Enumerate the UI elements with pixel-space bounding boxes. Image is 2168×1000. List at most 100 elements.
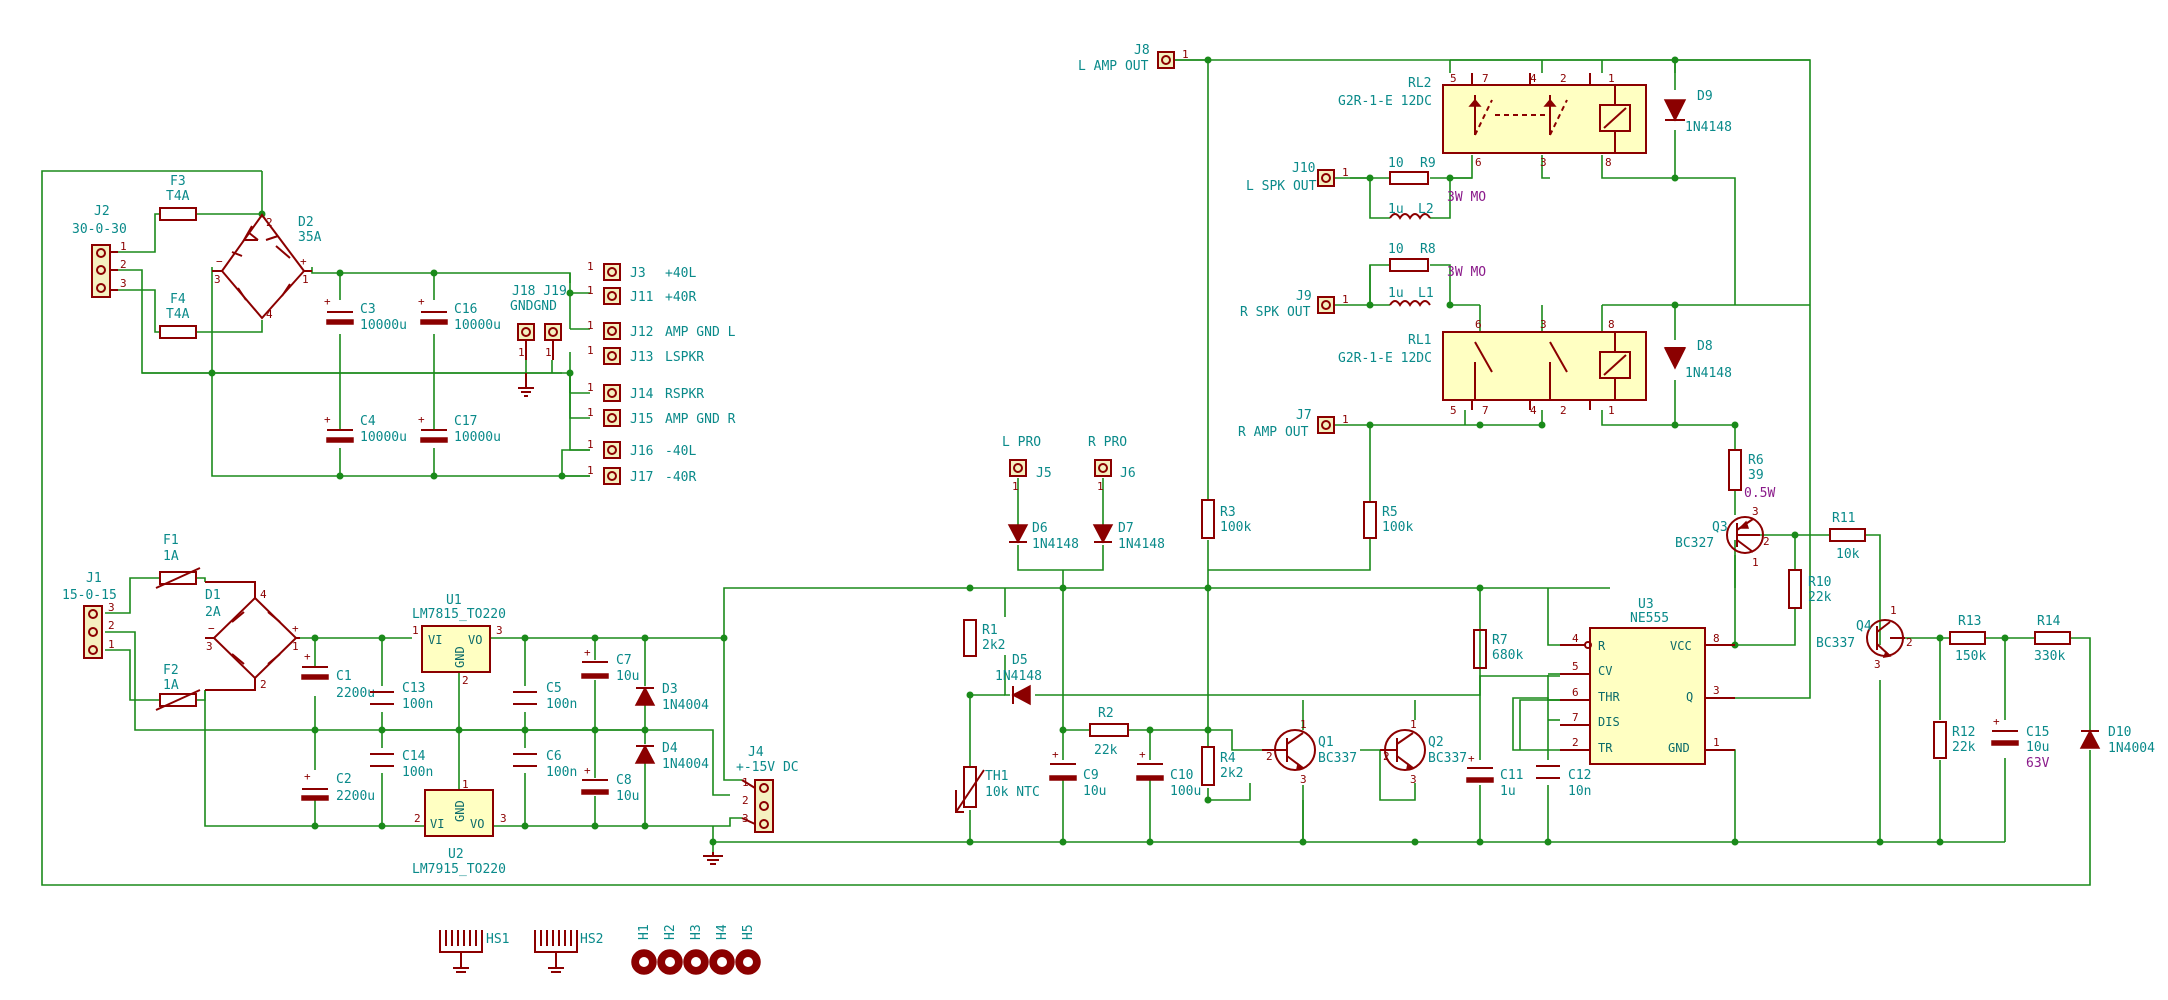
resistor-R6[interactable]: R6 39 0.5W [1728, 449, 1775, 501]
resistor-R14[interactable]: R14 330k [2034, 614, 2071, 664]
capacitor-C6[interactable]: C6 100n [513, 749, 577, 780]
RL2-ref: RL2 [1408, 76, 1431, 91]
C17-value: 10000u [454, 430, 501, 445]
heatsink-HS2[interactable]: HS2 [534, 930, 603, 973]
pad-J5[interactable]: 1 L PRO J5 [1002, 435, 1052, 493]
transistor-Q4[interactable]: 132 Q4 BC337 [1816, 604, 1913, 671]
capacitor-C2[interactable]: + C2 2200u [301, 770, 375, 804]
timer-U3[interactable]: U3 NE555 R CV THR DIS TR VCC Q GND 45672… [1560, 597, 1735, 765]
capacitor-C14[interactable]: C14 100n [370, 749, 433, 780]
diode-D4[interactable]: D4 1N4004 [634, 741, 709, 772]
R12-value: 22k [1952, 740, 1976, 755]
pad-J9[interactable]: 1 J9 R SPK OUT [1240, 289, 1349, 320]
capacitor-C10[interactable]: + C10 100u [1136, 748, 1201, 799]
fuse-F2[interactable]: F2 1A [155, 663, 201, 711]
fuse-F4[interactable]: F4 T4A [159, 292, 197, 339]
C15-value: 10u [2026, 740, 2049, 755]
transistor-Q2[interactable]: 132 Q2 BC337 [1380, 718, 1467, 786]
J3-value: +40L [665, 266, 696, 281]
diode-D5[interactable]: D5 1N4148 [995, 653, 1042, 706]
heatsink-HS1[interactable]: HS1 [439, 930, 509, 973]
C3-ref: C3 [360, 302, 376, 317]
R9-field: 3W MO [1447, 190, 1486, 205]
diode-D6[interactable]: D6 1N4148 [1007, 521, 1079, 552]
resistor-R10[interactable]: R10 22k [1788, 569, 1832, 609]
pad-J7[interactable]: 1 J7 R AMP OUT [1238, 408, 1349, 440]
capacitor-C9[interactable]: + C9 10u [1049, 748, 1106, 799]
pad-J10[interactable]: 1 J10 L SPK OUT [1246, 161, 1349, 194]
resistor-R3[interactable]: R3 100k [1201, 499, 1251, 539]
transistor-Q1[interactable]: 132 Q1 BC337 [1262, 718, 1357, 786]
wire-junction [566, 289, 574, 297]
resistor-R12[interactable]: R12 22k [1933, 721, 1976, 759]
transistor-Q3[interactable]: 312 Q3 BC327 [1675, 505, 1770, 569]
capacitor-C7[interactable]: + C7 10u [581, 646, 639, 684]
svg-text:4: 4 [1530, 404, 1537, 417]
capacitor-C8[interactable]: + C8 10u [581, 764, 639, 804]
pad-J6[interactable]: 1 R PRO J6 [1088, 435, 1136, 493]
capacitor-C5[interactable]: C5 100n [513, 681, 577, 712]
capacitor-C1[interactable]: + C1 2200u [301, 650, 375, 701]
resistor-R4[interactable]: R4 2k2 [1201, 746, 1243, 786]
fuse-F3[interactable]: F3 T4A [159, 174, 197, 221]
thermistor-TH1[interactable]: TH1 10k NTC [955, 766, 1040, 813]
hole-H5[interactable]: H5 [735, 924, 761, 975]
diode-D7[interactable]: D7 1N4148 [1092, 521, 1165, 552]
fuse-F1[interactable]: F1 1A [155, 533, 201, 589]
resistor-R13[interactable]: R13 150k [1949, 614, 1986, 664]
resistor-R8[interactable]: 10 R8 3W MO [1388, 242, 1486, 280]
resistor-R2[interactable]: R2 22k [1089, 706, 1129, 758]
capacitor-C13[interactable]: C13 100n [370, 681, 433, 712]
resistor-R5[interactable]: R5 100k [1363, 501, 1413, 539]
inductor-L1[interactable]: 1u L1 [1388, 286, 1434, 307]
pad-J8[interactable]: 1 J8 L AMP OUT [1078, 43, 1189, 74]
connector-J2[interactable]: 123 J2 30-0-30 [72, 204, 127, 298]
resistor-R7[interactable]: R7 680k [1473, 629, 1523, 669]
resistor-R1[interactable]: R1 2k2 [963, 619, 1005, 657]
svg-text:1: 1 [587, 381, 594, 394]
hole-H3[interactable]: H3 [683, 924, 709, 975]
hole-H4[interactable]: H4 [709, 924, 735, 975]
hole-H1[interactable]: H1 [631, 924, 657, 975]
resistor-R9[interactable]: 10 R9 3W MO [1388, 156, 1486, 205]
hole-H2[interactable]: H2 [657, 924, 683, 975]
capacitor-C4[interactable]: + C4 10000u [324, 413, 407, 445]
connector-J4[interactable]: 123 J4 +-15V DC [736, 745, 799, 833]
diode-D9[interactable]: D9 1N4148 [1663, 89, 1732, 135]
diode-D10[interactable]: D10 1N4004 [2079, 725, 2155, 756]
capacitor-C11[interactable]: + C11 1u [1466, 752, 1523, 799]
svg-text:1: 1 [108, 638, 115, 651]
svg-text:+: + [1468, 752, 1475, 765]
R11-value: 10k [1836, 547, 1860, 562]
capacitor-C3[interactable]: + C3 10000u [324, 295, 407, 333]
capacitor-C12[interactable]: C12 10n [1536, 765, 1591, 799]
C10-ref: C10 [1170, 768, 1193, 783]
capacitor-C17[interactable]: + C17 10000u [418, 413, 501, 445]
inductor-L2[interactable]: 1u L2 [1388, 202, 1434, 220]
R4-value: 2k2 [1220, 766, 1243, 781]
diode-D3[interactable]: D3 1N4004 [634, 682, 709, 713]
C12-ref: C12 [1568, 768, 1591, 783]
diode-D8[interactable]: D8 1N4148 [1663, 339, 1732, 381]
capacitor-C15[interactable]: + C15 10u 63V [1991, 715, 2050, 771]
J18J19-value: GNDGND [510, 299, 557, 314]
resistor-R11[interactable]: R11 10k [1829, 511, 1866, 562]
capacitor-C16[interactable]: + C16 10000u [418, 295, 501, 333]
connector-J1[interactable]: 321 J1 15-0-15 [62, 571, 117, 659]
wire-junction [311, 726, 319, 734]
